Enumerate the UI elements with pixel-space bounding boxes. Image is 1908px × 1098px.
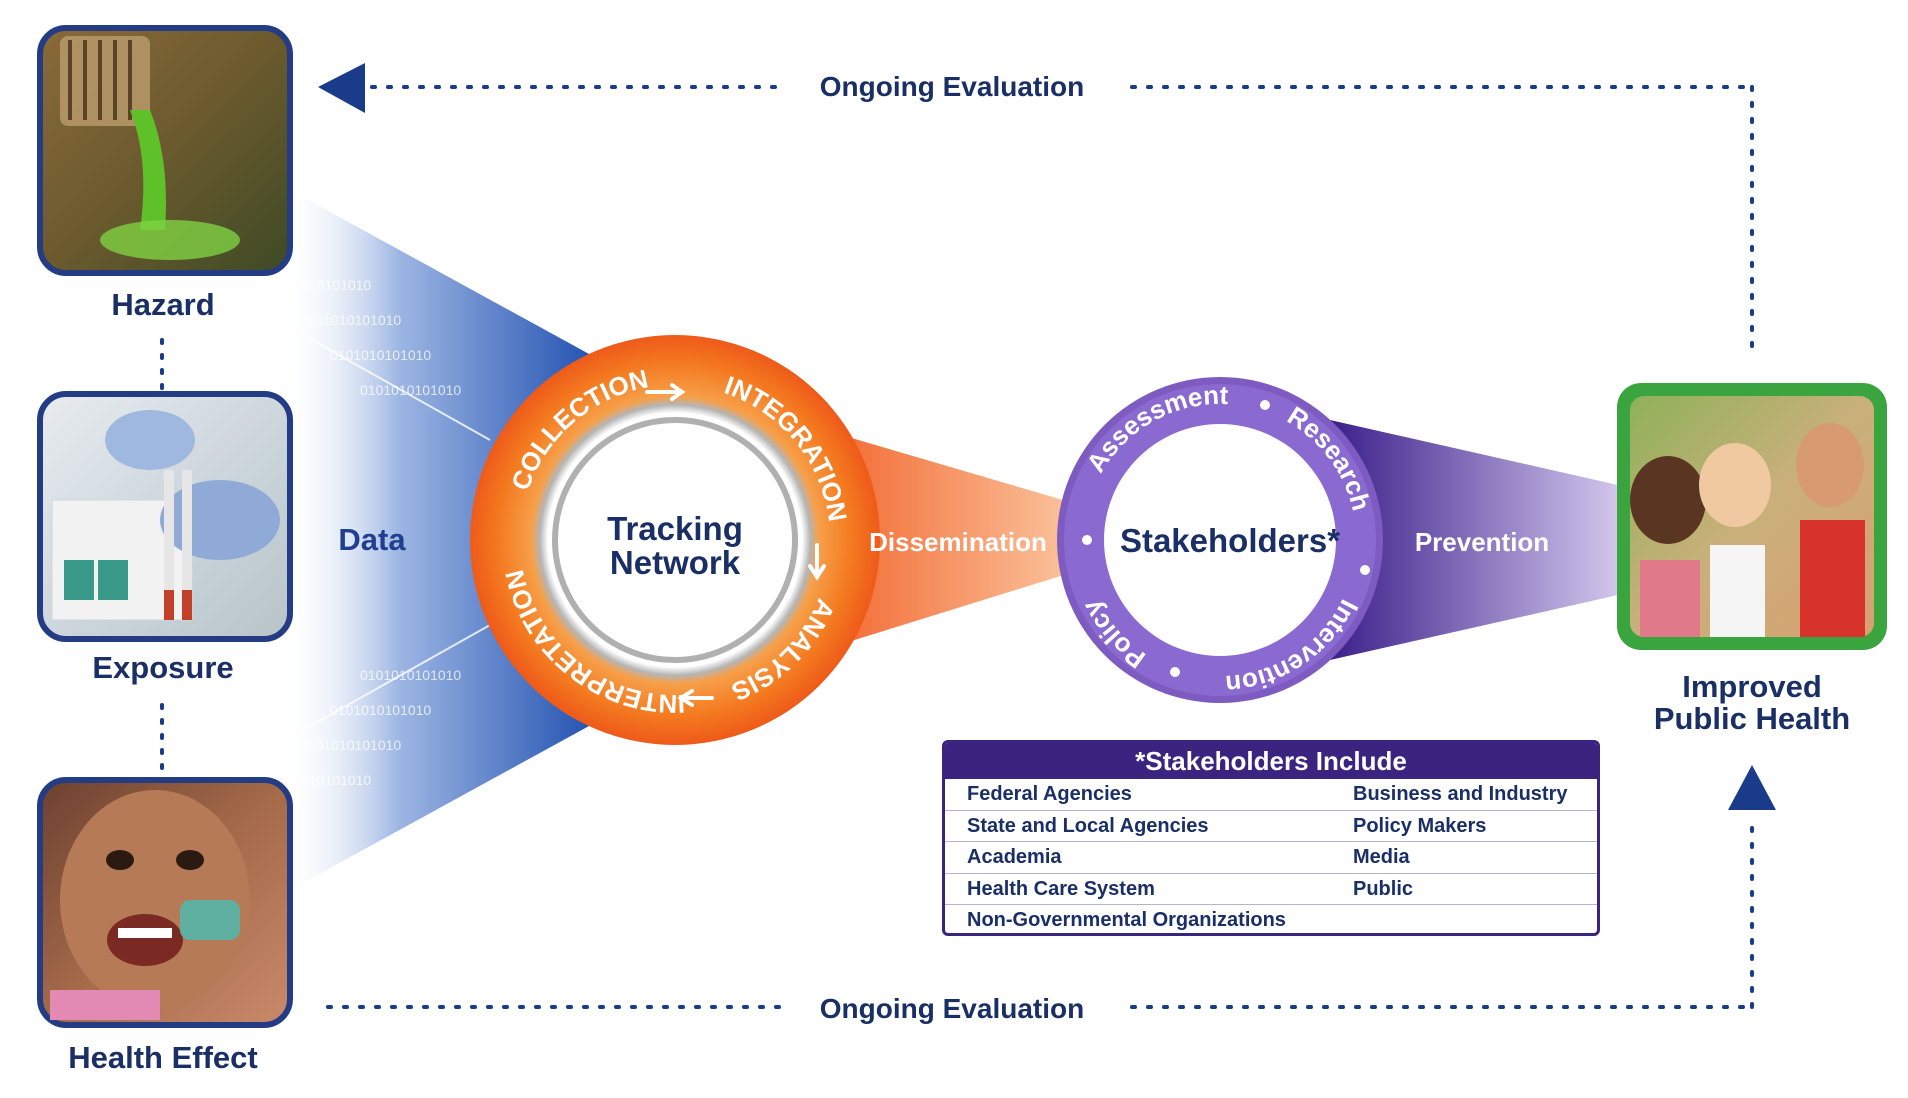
table-cell: Federal Agencies (967, 783, 1132, 805)
svg-text:0101010101010: 0101010101010 (270, 277, 371, 293)
ongoing-evaluation-top: Ongoing Evaluation (820, 71, 1084, 102)
tracking-network-title-line1: Tracking (607, 510, 743, 547)
prevention-fan (1330, 420, 1640, 660)
table-cell: Media (1353, 846, 1410, 868)
table-cell: Academia (967, 846, 1062, 868)
table-cell: Public (1353, 877, 1414, 900)
evaluation-arrow-left-icon (318, 63, 365, 113)
tracking-network-ring (470, 335, 880, 745)
svg-text:0101010101010: 0101010101010 (360, 667, 461, 683)
table-row: Federal Agencies Business and Industry (945, 779, 1597, 811)
table-row: Non-Governmental Organizations (945, 905, 1597, 933)
stakeholders-center-label: Stakeholders* (1120, 522, 1340, 559)
binary-pattern: 0101010101010 0101010101010 010101010101… (270, 277, 461, 788)
stakeholders-ring (1057, 377, 1383, 703)
svg-text:0101010101010: 0101010101010 (270, 772, 371, 788)
hazard-label: Hazard (111, 287, 214, 322)
data-fan (290, 190, 600, 890)
health-effect-label: Health Effect (68, 1040, 257, 1075)
table-row: Health Care System Public (945, 874, 1597, 905)
ongoing-evaluation-bottom: Ongoing Evaluation (820, 993, 1084, 1024)
hazard-photo (37, 25, 293, 276)
table-row: State and Local Agencies Policy Makers (945, 811, 1597, 842)
svg-text:0101010101010: 0101010101010 (300, 312, 401, 328)
svg-text:0101010101010: 0101010101010 (330, 347, 431, 363)
svg-text:0101010101010: 0101010101010 (360, 382, 461, 398)
prevention-label: Prevention (1415, 527, 1549, 557)
improved-health-line1: Improved (1682, 669, 1822, 704)
ring-arrows (645, 383, 826, 707)
table-cell: Health Care System (967, 877, 1155, 900)
table-cell: Business and Industry (1353, 783, 1568, 805)
health-effect-photo (37, 777, 293, 1028)
evaluation-arrow-up-icon (1728, 765, 1776, 810)
table-cell: Policy Makers (1353, 814, 1487, 837)
improved-health-line2: Public Health (1654, 701, 1850, 736)
table-cell: Non-Governmental Organizations (967, 909, 1286, 931)
improved-health-photo (1617, 383, 1887, 650)
tracking-network-title-line2: Network (610, 544, 741, 581)
dissemination-label: Dissemination (869, 527, 1047, 557)
data-label: Data (338, 522, 406, 557)
stakeholders-table: *Stakeholders Include Federal Agencies B… (942, 740, 1600, 936)
table-cell: State and Local Agencies (967, 814, 1209, 837)
exposure-photo (37, 391, 293, 642)
table-row: Academia Media (945, 842, 1597, 874)
stakeholders-table-title: *Stakeholders Include (945, 743, 1597, 779)
exposure-label: Exposure (92, 650, 233, 685)
svg-text:0101010101010: 0101010101010 (330, 702, 431, 718)
svg-text:0101010101010: 0101010101010 (300, 737, 401, 753)
